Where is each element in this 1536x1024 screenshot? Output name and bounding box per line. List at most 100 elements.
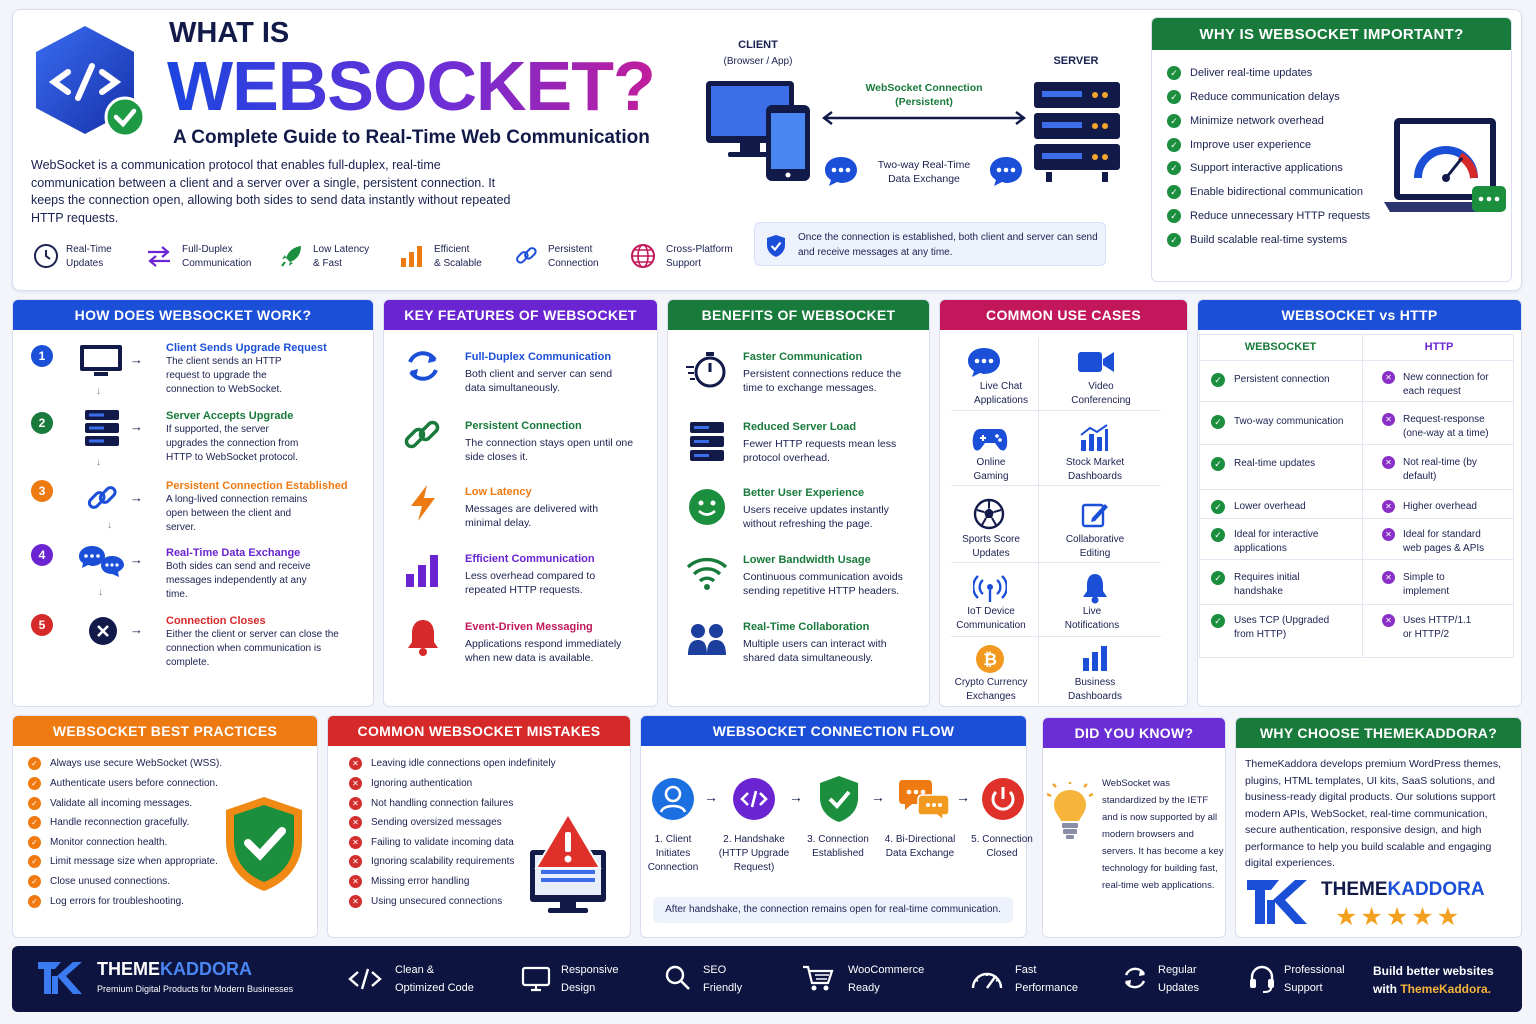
practice-item: Authenticate users before connection. — [50, 778, 218, 789]
stopwatch-icon — [684, 349, 728, 389]
feature-title: Event-Driven Messaging — [465, 621, 593, 633]
close-circle-icon — [88, 616, 118, 646]
link-icon — [513, 243, 539, 269]
footer-cta: Build better websites with ThemeKaddora. — [1373, 964, 1494, 996]
check-icon: ✓ — [1167, 114, 1181, 128]
flow-step-label: 1. Client Initiates Connection — [647, 834, 699, 873]
connection-label: WebSocket Connection (Persistent) — [865, 82, 983, 108]
search-icon — [664, 964, 692, 992]
check-icon: ✓ — [28, 816, 41, 829]
ws-cell: Ideal for interactive applications — [1234, 529, 1319, 554]
versus-table: WEBSOCKET HTTP — [1197, 334, 1522, 659]
x-icon: ✕ — [349, 895, 362, 908]
mistake-item: Using unsecured connections — [371, 896, 503, 907]
client-devices-icon — [704, 78, 814, 186]
x-icon: ✕ — [349, 797, 362, 810]
link-icon — [403, 415, 443, 455]
headset-icon — [1248, 964, 1276, 994]
step-number: 2 — [31, 412, 53, 434]
server-icon — [84, 409, 120, 447]
step-title: Persistent Connection Established — [166, 480, 348, 492]
benefit-text: Users receive updates instantly without … — [743, 504, 889, 530]
check-icon: ✓ — [1211, 373, 1225, 387]
benefit-text: Fewer HTTP requests mean less protocol o… — [743, 438, 897, 464]
bars-icon — [399, 243, 425, 269]
shield-check-icon — [222, 795, 306, 893]
x-icon: ✕ — [349, 875, 362, 888]
check-icon: ✓ — [1167, 209, 1181, 223]
power-icon — [981, 777, 1025, 821]
why-item: Deliver real-time updates — [1190, 67, 1313, 79]
code-icon — [348, 966, 382, 992]
why-item: Enable bidirectional communication — [1190, 186, 1364, 198]
practices-title: WEBSOCKET BEST PRACTICES — [13, 716, 317, 746]
benefit-title: Faster Communication — [743, 351, 863, 363]
server-rack-icon — [1032, 80, 1122, 186]
check-icon: ✓ — [1211, 415, 1225, 429]
why-item: Reduce unnecessary HTTP requests — [1190, 210, 1371, 222]
feature-title: Efficient Communication — [465, 553, 595, 565]
feature-text: Both client and server can send data sim… — [465, 368, 613, 394]
flow-steps: → → → → 1. Client Initiates Connection 2… — [640, 745, 1033, 935]
shield-check-icon — [765, 234, 787, 258]
feature-text: Applications respond immediately when ne… — [465, 638, 622, 664]
footer-tagline: Premium Digital Products for Modern Busi… — [97, 984, 294, 994]
ws-cell: Uses TCP (Upgraded from HTTP) — [1234, 615, 1330, 640]
step-title: Client Sends Upgrade Request — [166, 342, 327, 354]
feature-title: Low Latency — [465, 486, 532, 498]
iot-signal-icon — [972, 573, 1008, 603]
chat-bubble-icon — [988, 155, 1024, 187]
hero-what-is: WHAT IS — [169, 17, 290, 49]
benefit-title: Real-Time Collaboration — [743, 621, 870, 633]
x-icon: ✕ — [349, 855, 362, 868]
practice-item: Handle reconnection gracefully. — [50, 817, 190, 828]
lightning-icon — [407, 483, 439, 523]
mistake-item: Sending oversized messages — [371, 817, 502, 828]
check-icon: ✓ — [1167, 138, 1181, 152]
x-icon: ✕ — [349, 777, 362, 790]
step-title: Server Accepts Upgrade — [166, 410, 294, 422]
monitor-icon — [521, 966, 551, 992]
flow-step-label: 3. Connection Established — [807, 834, 869, 859]
versus-panel: WEBSOCKET vs HTTP — [1197, 299, 1522, 707]
star-rating: ★★★★★ — [1335, 903, 1463, 931]
feature-text: Messages are delivered with minimal dela… — [465, 503, 599, 529]
benefit-title: Lower Bandwidth Usage — [743, 554, 871, 566]
diagram-note: Once the connection is established, both… — [754, 222, 1106, 266]
bidirectional-arrow-icon — [820, 110, 1028, 126]
mistake-item: Failing to validate incoming data — [371, 837, 514, 848]
http-cell: Ideal for standard web pages & APIs — [1403, 529, 1485, 554]
step-number: 5 — [31, 614, 53, 636]
check-icon: ✓ — [1167, 90, 1181, 104]
check-icon: ✓ — [1211, 571, 1225, 585]
choose-brand: THEMEKADDORA — [1321, 879, 1485, 900]
check-icon: ✓ — [28, 855, 41, 868]
ws-cell: Two-way communication — [1234, 416, 1344, 427]
didyouknow-title: DID YOU KNOW? — [1043, 718, 1225, 748]
feature-text: The connection stays open until one side… — [465, 437, 634, 463]
practice-item: Always use secure WebSocket (WSS). — [50, 758, 223, 769]
x-icon: ✕ — [1382, 456, 1395, 469]
check-icon: ✓ — [1167, 233, 1181, 247]
x-icon: ✕ — [1382, 371, 1395, 384]
ws-cell: Persistent connection — [1234, 374, 1330, 385]
benefit-text: Multiple users can interact with shared … — [743, 638, 887, 664]
link-icon — [86, 482, 118, 514]
hero-subtitle: A Complete Guide to Real-Time Web Commun… — [173, 127, 650, 148]
usecase-label: Live Chat — [979, 381, 1023, 392]
mistake-item: Not handling connection failures — [371, 798, 514, 809]
wifi-icon — [685, 555, 729, 591]
x-icon: ✕ — [349, 757, 362, 770]
http-cell: Higher overhead — [1403, 501, 1477, 512]
usecases-title: COMMON USE CASES — [940, 300, 1187, 330]
features-title: KEY FEATURES OF WEBSOCKET — [384, 300, 657, 330]
x-icon: ✕ — [1382, 413, 1395, 426]
why-important-title: WHY IS WEBSOCKET IMPORTANT? — [1152, 18, 1511, 50]
chat-bubble-icon — [823, 155, 859, 187]
user-icon — [651, 777, 695, 821]
tk-logo-icon — [36, 960, 82, 996]
feature-text: Less overhead compared to repeated HTTP … — [465, 570, 596, 596]
